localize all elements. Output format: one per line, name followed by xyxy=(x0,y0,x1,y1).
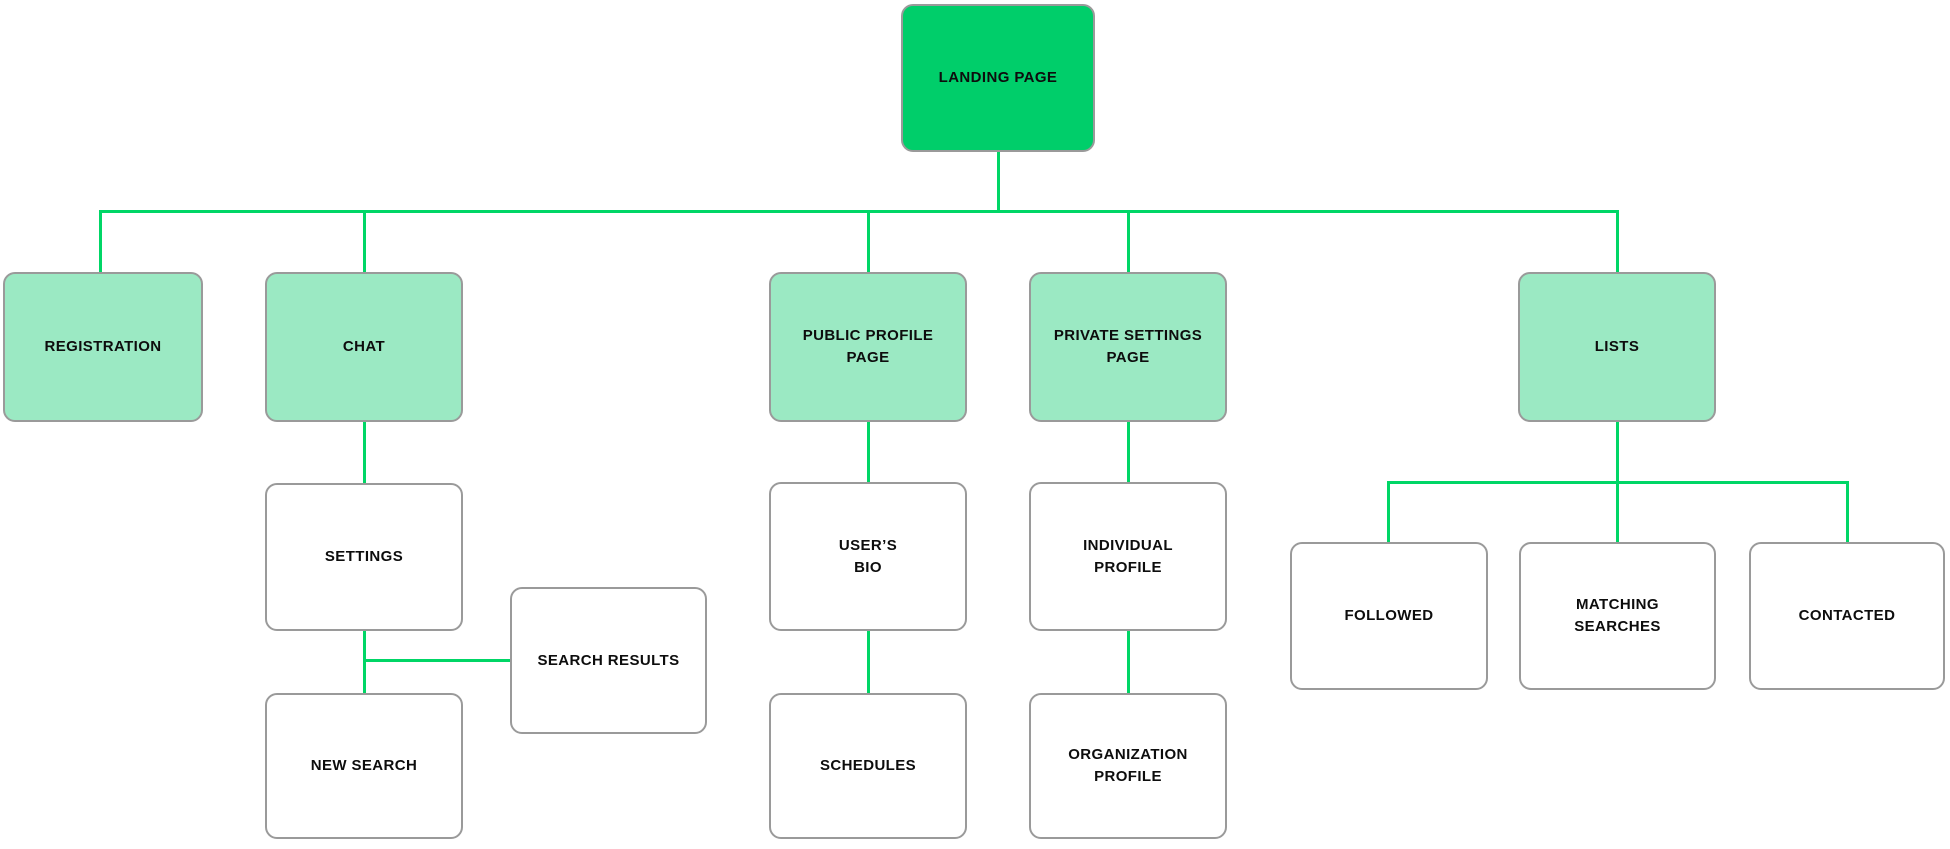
connector-drop-public-profile xyxy=(866,210,870,272)
node-label: CHAT xyxy=(342,338,386,356)
connector-drop-private-settings xyxy=(1126,210,1130,272)
node-landing-page[interactable]: LANDING PAGE xyxy=(901,4,1095,152)
node-new-search[interactable]: NEW SEARCH xyxy=(265,693,463,839)
node-public-profile-page[interactable]: PUBLIC PROFILE PAGE xyxy=(769,272,967,422)
node-label: MATCHING SEARCHES xyxy=(1574,596,1661,635)
connector-private-settings-individual xyxy=(1126,420,1130,483)
connector-drop-lists xyxy=(1615,210,1619,272)
node-label: LISTS xyxy=(1594,338,1640,356)
node-chat[interactable]: CHAT xyxy=(265,272,463,422)
node-label: SCHEDULES xyxy=(819,757,917,775)
node-label: SEARCH RESULTS xyxy=(537,651,680,669)
connector-users-bio-schedules xyxy=(866,629,870,694)
node-registration[interactable]: REGISTRATION xyxy=(3,272,203,422)
connector-public-profile-users-bio xyxy=(866,420,870,483)
node-label: SETTINGS xyxy=(324,548,404,566)
connector-drop-chat xyxy=(362,210,366,272)
node-followed[interactable]: FOLLOWED xyxy=(1290,542,1488,690)
connector-settings-search-results xyxy=(362,659,512,662)
node-label: CONTACTED xyxy=(1798,607,1896,625)
connector-drop-registration xyxy=(98,210,102,272)
node-label: LANDING PAGE xyxy=(938,69,1058,87)
node-label: USER’S BIO xyxy=(838,536,898,576)
node-schedules[interactable]: SCHEDULES xyxy=(769,693,967,839)
node-label: PUBLIC PROFILE PAGE xyxy=(802,327,934,366)
connector-drop-contacted xyxy=(1845,481,1849,542)
connector-chat-settings xyxy=(362,420,366,484)
node-individual-profile[interactable]: INDIVIDUAL PROFILE xyxy=(1029,482,1227,631)
node-settings[interactable]: SETTINGS xyxy=(265,483,463,631)
node-label: PRIVATE SETTINGS PAGE xyxy=(1053,327,1203,366)
node-label: ORGANIZATION PROFILE xyxy=(1068,746,1188,785)
node-lists[interactable]: LISTS xyxy=(1518,272,1716,422)
node-private-settings-page[interactable]: PRIVATE SETTINGS PAGE xyxy=(1029,272,1227,422)
connector-drop-matching-searches xyxy=(1615,481,1619,542)
node-label: NEW SEARCH xyxy=(310,757,418,775)
node-matching-searches[interactable]: MATCHING SEARCHES xyxy=(1519,542,1716,690)
connector-individual-organization xyxy=(1126,629,1130,694)
connector-drop-followed xyxy=(1386,481,1390,542)
node-label: INDIVIDUAL PROFILE xyxy=(1083,536,1173,576)
node-organization-profile[interactable]: ORGANIZATION PROFILE xyxy=(1029,693,1227,839)
node-label: REGISTRATION xyxy=(44,338,162,356)
connector-lists-down xyxy=(1615,420,1619,482)
node-search-results[interactable]: SEARCH RESULTS xyxy=(510,587,707,734)
connector-landing-down xyxy=(996,150,1000,212)
connector-main-branch xyxy=(98,210,1619,213)
node-users-bio[interactable]: USER’S BIO xyxy=(769,482,967,631)
node-contacted[interactable]: CONTACTED xyxy=(1749,542,1945,690)
node-label: FOLLOWED xyxy=(1344,607,1434,625)
